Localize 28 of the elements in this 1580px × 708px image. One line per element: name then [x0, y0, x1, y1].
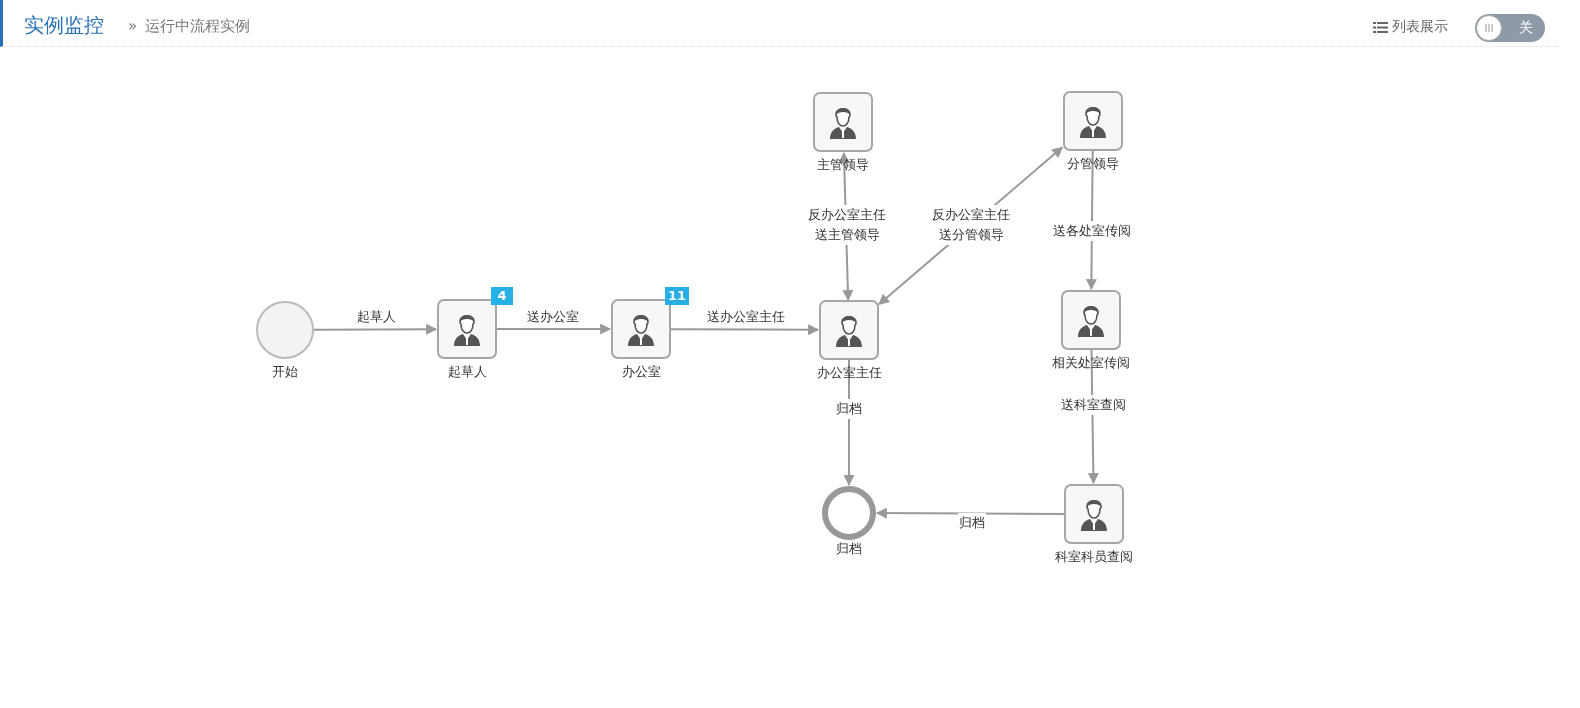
edge-label: 送各处室传阅: [1052, 221, 1132, 241]
node-label: 办公室: [621, 363, 661, 381]
page-title: 实例监控: [24, 12, 104, 39]
arrow: [843, 359, 855, 487]
count-badge: 11: [665, 287, 690, 305]
breadcrumb-separator: »: [128, 17, 138, 35]
list-view-link: 列表展示: [1392, 18, 1448, 36]
breadcrumb-text: 运行中流程实例: [145, 17, 250, 36]
node-label: 主管领导: [817, 156, 869, 174]
edge-label: 归档: [835, 399, 863, 419]
arrow: [313, 323, 438, 335]
node-label: 相关处室传阅: [1052, 354, 1130, 372]
toggle-switch: 关: [1475, 14, 1545, 42]
arrow: [496, 323, 612, 335]
edge-label: 送科室查阅: [1059, 395, 1127, 415]
node-label: 起草人: [447, 363, 487, 381]
arrow: [1087, 349, 1099, 485]
arrow: [1085, 150, 1097, 291]
edge-label: 反办公室主任送分管领导: [929, 205, 1013, 245]
arrow: [670, 324, 820, 336]
node-label: 办公室主任: [816, 364, 882, 382]
node-label: 科室科员查阅: [1055, 548, 1133, 566]
node-label: 归档: [836, 540, 862, 558]
node-label: 开始: [272, 363, 298, 381]
node-label: 分管领导: [1067, 155, 1119, 173]
count-badge: 4: [491, 287, 513, 305]
arrow: [875, 507, 1065, 519]
edge-label: 反办公室主任送主管领导: [805, 205, 889, 245]
